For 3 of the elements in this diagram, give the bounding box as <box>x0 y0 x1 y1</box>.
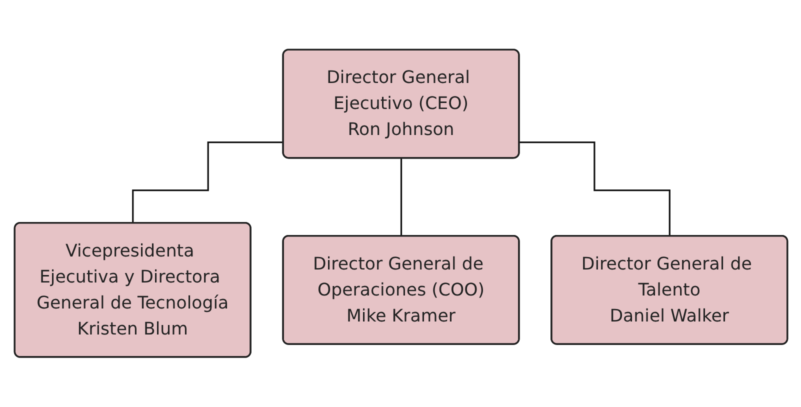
connector <box>132 142 284 224</box>
connector <box>519 142 670 238</box>
connector <box>400 158 402 238</box>
